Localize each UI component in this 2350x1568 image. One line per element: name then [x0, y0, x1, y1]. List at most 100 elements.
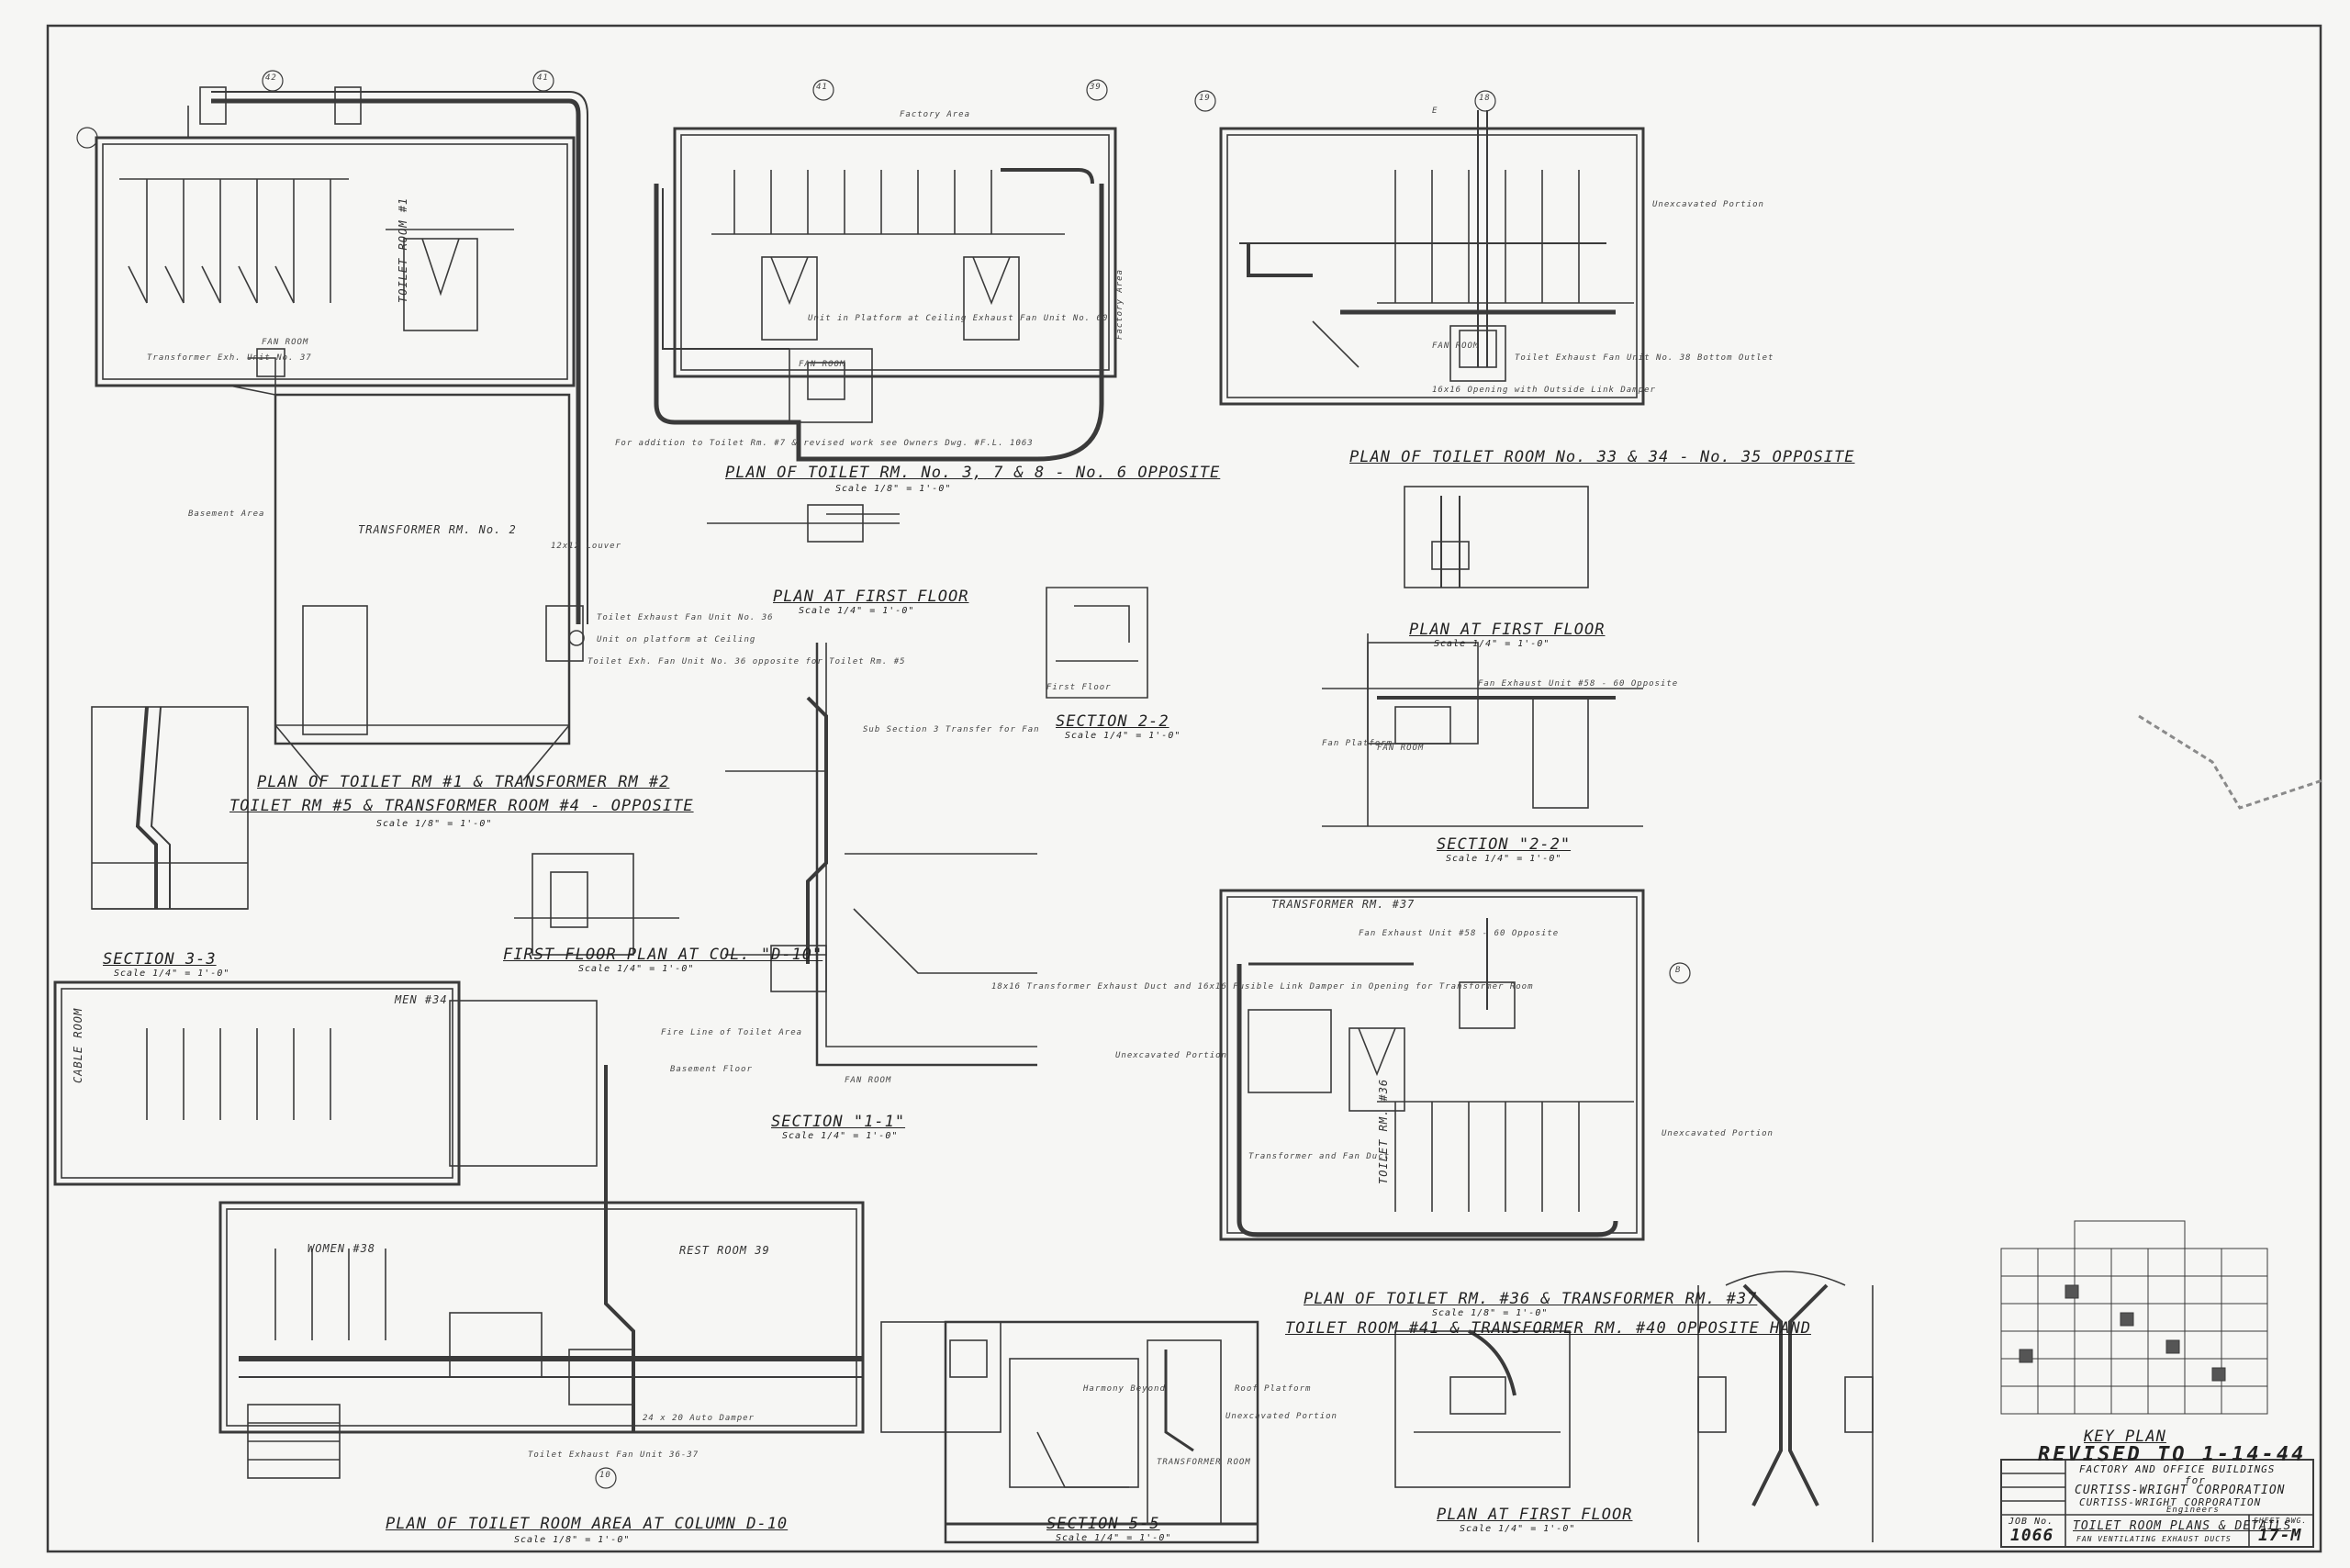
title-first-floor-c: PLAN AT FIRST FLOOR: [1437, 1506, 1633, 1524]
note: 16x16 Opening with Outside Link Damper: [1432, 386, 1656, 395]
scale-section-2-2: Scale 1/4" = 1'-0": [1446, 854, 1562, 864]
room-basement-area: Basement Area: [188, 510, 265, 519]
note: Fan Exhaust Unit #58 - 60 Opposite: [1359, 929, 1560, 938]
plan-toilet-room-1: [95, 86, 588, 781]
title-section-2-2-small: SECTION 2-2: [1056, 712, 1169, 731]
note: Fan Exhaust Unit #58 - 60 Opposite: [1478, 679, 1679, 689]
note: 18x16 Transformer Exhaust Duct and 16x16…: [991, 982, 1534, 991]
first-floor-plan-col-d10: [514, 853, 679, 956]
note: For addition to Toilet Rm. #7 & revised …: [615, 439, 1034, 448]
title-plan-toilet-rm-1-sub: TOILET RM #5 & TRANSFORMER ROOM #4 - OPP…: [229, 797, 694, 815]
room-fan-room-e: FAN ROOM: [845, 1076, 892, 1085]
title-section-1-1: SECTION "1-1": [771, 1113, 906, 1131]
grid-label: 42: [265, 73, 277, 83]
room-factory-area-b: Factory Area: [1115, 268, 1125, 340]
section-bottom-right: [1697, 1271, 1874, 1542]
room-toilet-rm-36: TOILET RM. #36: [1377, 1078, 1390, 1184]
title-section-2-2: SECTION "2-2": [1437, 835, 1572, 854]
title-block-line2: for: [2185, 1474, 2206, 1486]
note: First Floor: [1046, 683, 1112, 692]
grid-label: 41: [816, 83, 828, 92]
room-unexcavated-a: Unexcavated Portion: [1652, 200, 1764, 209]
grid-label: 10: [599, 1471, 611, 1480]
room-transformer-rm-2: TRANSFORMER RM. No. 2: [358, 523, 517, 536]
plan-toilet-room-36: [1219, 889, 1645, 1241]
grid-label: 18: [1479, 94, 1491, 103]
title-first-floor-a: PLAN AT FIRST FLOOR: [773, 588, 969, 606]
scale-first-floor-b: Scale 1/4" = 1'-0": [1434, 639, 1550, 649]
grid-label: 39: [1090, 83, 1102, 92]
title-block-line4: CURTISS-WRIGHT CORPORATION: [2079, 1496, 2262, 1508]
room-fan-room-d: FAN ROOM: [1377, 744, 1425, 753]
room-unexcavated-b: Unexcavated Portion: [1115, 1051, 1227, 1060]
title-first-floor-b: PLAN AT FIRST FLOOR: [1409, 621, 1606, 639]
scale-plan-col-d10: Scale 1/8" = 1'-0": [514, 1535, 631, 1545]
grid-label: E: [1432, 106, 1438, 116]
scale-plan-toilet-rm-3: Scale 1/8" = 1'-0": [835, 484, 952, 494]
grid-label: B: [1675, 966, 1682, 975]
title-plan-toilet-rm-36-sub: TOILET ROOM #41 & TRANSFORMER RM. #40 OP…: [1285, 1319, 1811, 1338]
title-block: [2000, 1459, 2314, 1548]
scale-section-2-2-small: Scale 1/4" = 1'-0": [1065, 731, 1181, 741]
title-plan-toilet-rm-33: PLAN OF TOILET ROOM No. 33 & 34 - No. 35…: [1349, 448, 1855, 466]
room-fan-room-c: FAN ROOM: [1432, 342, 1480, 351]
title-section-3-3: SECTION 3-3: [103, 950, 217, 969]
room-men-34: MEN #34: [395, 993, 448, 1006]
note: Basement Floor: [670, 1065, 753, 1074]
note: Toilet Exh. Fan Unit No. 36 opposite for…: [588, 657, 906, 666]
first-floor-plan-bottom: [1394, 1329, 1571, 1488]
sheet-subtitle: FAN VENTILATING EXHAUST DUCTS: [2076, 1535, 2232, 1543]
room-transformer-room: TRANSFORMER ROOM: [1157, 1458, 1251, 1467]
scale-first-floor-col: Scale 1/4" = 1'-0": [578, 964, 695, 974]
section-2-2-small: [1046, 587, 1148, 699]
sheet-number: 17-M: [2258, 1526, 2302, 1545]
title-block-line5: Engineers: [2166, 1506, 2220, 1515]
room-cable-room: CABLE ROOM: [72, 1007, 84, 1083]
paper-tear: [2138, 714, 2323, 810]
first-floor-plan-right: [1404, 486, 1589, 588]
room-women-38: WOMEN #38: [308, 1242, 376, 1255]
note: Fan Platform: [1322, 739, 1393, 748]
key-plan: [2000, 1220, 2268, 1415]
note: Toilet Exhaust Fan Unit No. 36: [597, 613, 774, 622]
revision-stamp: REVISED TO 1-14-44: [2038, 1443, 2307, 1466]
plan-toilet-room-col-d10: [53, 980, 865, 1479]
sheet-border: [46, 24, 2322, 1553]
room-fan-room-b: FAN ROOM: [799, 360, 846, 369]
first-floor-plan-small: [707, 504, 900, 543]
room-fan-room-a: FAN ROOM: [262, 338, 309, 347]
section-5-5: [880, 1320, 1259, 1544]
scale-first-floor-c: Scale 1/4" = 1'-0": [1460, 1524, 1576, 1534]
note: 12x12 Louver: [551, 542, 622, 551]
title-key-plan: KEY PLAN: [2084, 1428, 2166, 1446]
note: Harmony Beyond: [1083, 1384, 1166, 1394]
section-1-1: [725, 643, 1037, 1067]
sheet-title: TOILET ROOM PLANS & DETAILS: [2073, 1519, 2292, 1533]
room-rest-room-39: REST ROOM 39: [679, 1244, 770, 1257]
note: Sub Section 3 Transfer for Fan: [863, 725, 1040, 734]
grid-bubbles: [76, 70, 1691, 1489]
title-block-line1: FACTORY AND OFFICE BUILDINGS: [2079, 1463, 2276, 1475]
note: Roof Platform: [1235, 1384, 1312, 1394]
room-toilet-room-1: TOILET ROOM #1: [397, 196, 409, 303]
note: Unit on platform at Ceiling: [597, 635, 756, 644]
section-3-3: [91, 706, 249, 910]
job-number: 1066: [2010, 1526, 2054, 1545]
title-plan-toilet-rm-1: PLAN OF TOILET RM #1 & TRANSFORMER RM #2: [257, 773, 670, 791]
scale-section-1-1: Scale 1/4" = 1'-0": [782, 1131, 899, 1141]
grid-label: 19: [1199, 94, 1211, 103]
note: Transformer Exh. Unit No. 37: [147, 353, 312, 363]
note: Toilet Exhaust Fan Unit 36-37: [528, 1450, 699, 1460]
scale-section-5-5: Scale 1/4" = 1'-0": [1056, 1533, 1172, 1543]
scale-first-floor-a: Scale 1/4" = 1'-0": [799, 606, 915, 616]
scale-section-3-3: Scale 1/4" = 1'-0": [114, 969, 230, 979]
title-block-line3: CURTISS-WRIGHT CORPORATION: [2075, 1484, 2286, 1497]
title-plan-col-d10: PLAN OF TOILET ROOM AREA AT COLUMN D-10: [386, 1515, 789, 1533]
sheet-dwg-label: SHEET DWG.: [2254, 1517, 2308, 1525]
note: Fire Line of Toilet Area: [661, 1028, 803, 1037]
grid-label: 41: [537, 73, 549, 83]
title-section-5-5: SECTION 5-5: [1046, 1515, 1160, 1533]
plan-toilet-room-33: [1219, 110, 1645, 406]
